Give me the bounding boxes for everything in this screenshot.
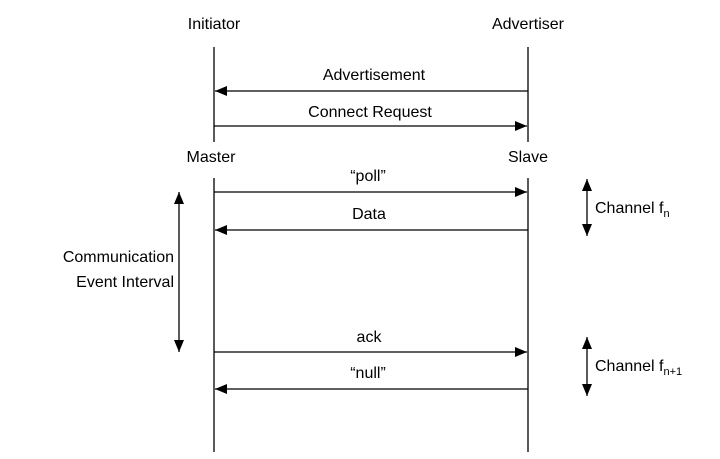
channel-fn1-prefix: Channel f: [595, 358, 664, 375]
channel-fn1-label: Channel fn+1: [595, 358, 682, 378]
poll-label: “poll”: [350, 168, 386, 185]
advertiser-label: Advertiser: [492, 16, 565, 33]
master-label: Master: [187, 149, 237, 166]
ack-label: ack: [357, 329, 383, 346]
event-interval-label-line2: Event Interval: [76, 274, 174, 291]
slave-label: Slave: [508, 149, 548, 166]
channel-fn1-subscript: n+1: [664, 366, 683, 378]
event-interval-label-line1: Communication: [63, 249, 174, 266]
channel-fn-prefix: Channel f: [595, 200, 664, 217]
null-label: “null”: [350, 365, 386, 382]
channel-fn-subscript: n: [664, 208, 670, 220]
connect-request-label: Connect Request: [308, 104, 432, 121]
advertisement-label: Advertisement: [323, 67, 426, 84]
initiator-label: Initiator: [188, 16, 241, 33]
data-label: Data: [352, 206, 386, 223]
channel-fn-label: Channel fn: [595, 200, 670, 220]
